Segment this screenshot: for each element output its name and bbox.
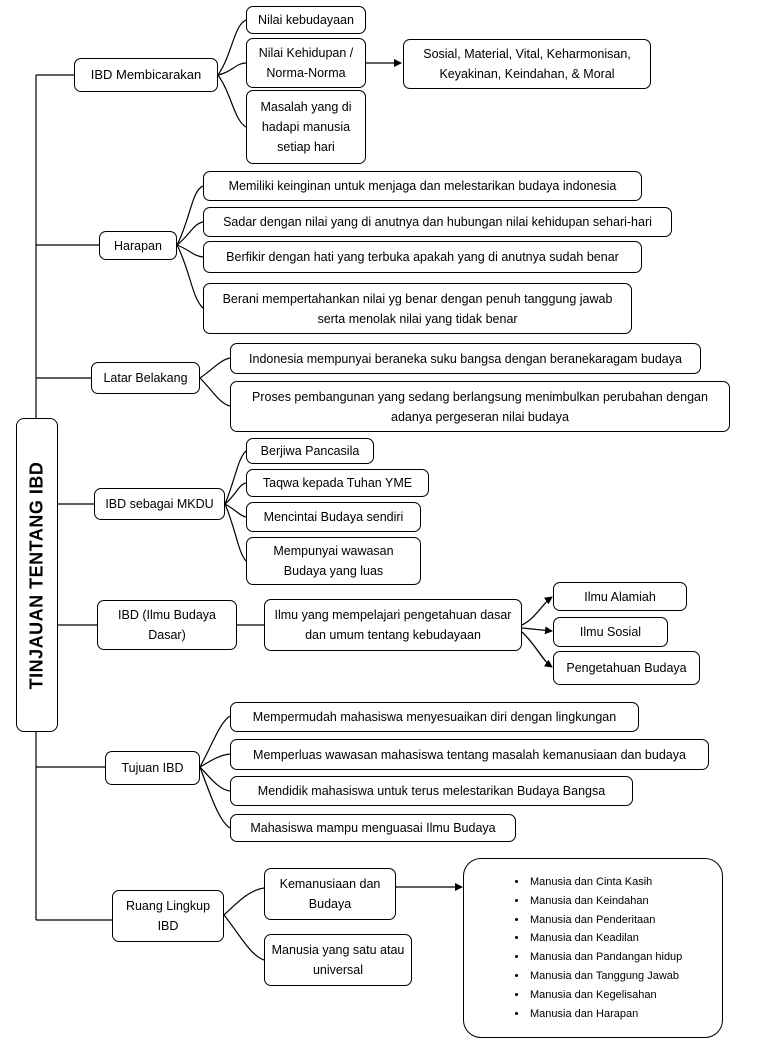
latar-item-2: Proses pembangunan yang sedang berlangsu… — [230, 381, 730, 432]
ruang-item-1: Kemanusiaan dan Budaya — [264, 868, 396, 920]
tujuan-item-4: Mahasiswa mampu menguasai Ilmu Budaya — [230, 814, 516, 842]
list-item: Manusia dan Cinta Kasih — [528, 873, 722, 892]
membicarakan-item-3: Masalah yang di hadapi manusia setiap ha… — [246, 90, 366, 164]
section-latar-belakang: Latar Belakang — [91, 362, 200, 394]
list-item: Manusia dan Tanggung Jawab — [528, 967, 722, 986]
tujuan-item-2: Memperluas wawasan mahasiswa tentang mas… — [230, 739, 709, 770]
section-tujuan-ibd: Tujuan IBD — [105, 751, 200, 785]
harapan-item-1: Memiliki keinginan untuk menjaga dan mel… — [203, 171, 642, 201]
section-ibd-membicarakan: IBD Membicarakan — [74, 58, 218, 92]
list-item: Manusia dan Keadilan — [528, 929, 722, 948]
harapan-item-2: Sadar dengan nilai yang di anutnya dan h… — [203, 207, 672, 237]
section-ruang-lingkup-ibd: Ruang Lingkup IBD — [112, 890, 224, 942]
section-ibd-mkdu: IBD sebagai MKDU — [94, 488, 225, 520]
membicarakan-item-1: Nilai kebudayaan — [246, 6, 366, 34]
list-item: Manusia dan Keindahan — [528, 892, 722, 911]
mkdu-item-3: Mencintai Budaya sendiri — [246, 502, 421, 532]
ibd-branch-ilmu-alamiah: Ilmu Alamiah — [553, 582, 687, 611]
list-item: Manusia dan Penderitaan — [528, 911, 722, 930]
harapan-item-3: Berfikir dengan hati yang terbuka apakah… — [203, 241, 642, 273]
mkdu-item-1: Berjiwa Pancasila — [246, 438, 374, 464]
mkdu-item-2: Taqwa kepada Tuhan YME — [246, 469, 429, 497]
tujuan-item-3: Mendidik mahasiswa untuk terus melestari… — [230, 776, 633, 806]
ruang-lingkup-bullets: Manusia dan Cinta Kasih Manusia dan Kein… — [464, 859, 722, 1023]
section-ibd-ilmu-budaya-dasar: IBD (Ilmu Budaya Dasar) — [97, 600, 237, 650]
ibd-branch-pengetahuan-budaya: Pengetahuan Budaya — [553, 651, 700, 685]
ruang-item-2: Manusia yang satu atau universal — [264, 934, 412, 986]
membicarakan-detail: Sosial, Material, Vital, Keharmonisan, K… — [403, 39, 651, 89]
section-harapan: Harapan — [99, 231, 177, 260]
membicarakan-item-2: Nilai Kehidupan / Norma-Norma — [246, 38, 366, 88]
latar-item-1: Indonesia mempunyai beraneka suku bangsa… — [230, 343, 701, 374]
tujuan-item-1: Mempermudah mahasiswa menyesuaikan diri … — [230, 702, 639, 732]
ibd-definition: Ilmu yang mempelajari pengetahuan dasar … — [264, 599, 522, 651]
harapan-item-4: Berani mempertahankan nilai yg benar den… — [203, 283, 632, 334]
list-item: Manusia dan Pandangan hidup — [528, 948, 722, 967]
mkdu-item-4: Mempunyai wawasan Budaya yang luas — [246, 537, 421, 585]
ruang-lingkup-list: Manusia dan Cinta Kasih Manusia dan Kein… — [463, 858, 723, 1038]
root-title: TINJAUAN TENTANG IBD — [26, 461, 47, 689]
root-title-box: TINJAUAN TENTANG IBD — [16, 418, 58, 732]
list-item: Manusia dan Harapan — [528, 1005, 722, 1024]
list-item: Manusia dan Kegelisahan — [528, 986, 722, 1005]
ibd-branch-ilmu-sosial: Ilmu Sosial — [553, 617, 668, 647]
